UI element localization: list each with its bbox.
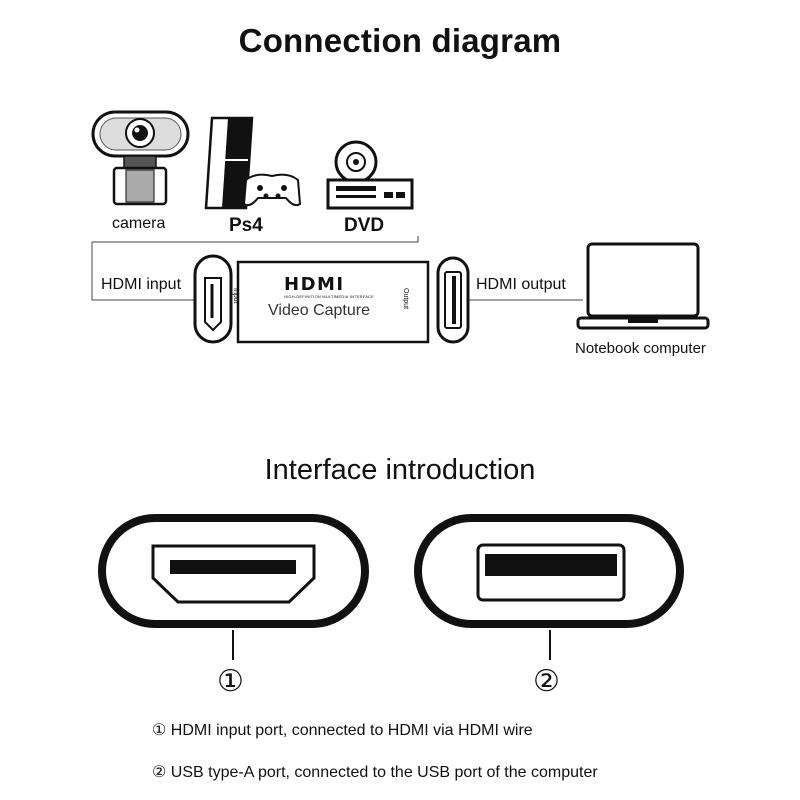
hdmi-input-label: HDMI input: [101, 276, 182, 293]
side-input-label: Input: [232, 288, 239, 304]
port2-number: ②: [533, 665, 560, 698]
hdmi-logo: HDMI: [284, 274, 345, 295]
camera-label: camera: [112, 215, 166, 232]
dvd-icon: [326, 140, 414, 210]
connection-lines: [91, 236, 583, 301]
port1-number: ①: [217, 665, 244, 698]
camera-icon: [91, 110, 190, 206]
dvd-label: DVD: [344, 215, 385, 236]
page-title: Connection diagram: [238, 22, 562, 59]
side-output-label: Output: [402, 288, 409, 310]
hdmi-input-port-icon: [193, 254, 233, 344]
interface-title: Interface introduction: [264, 454, 536, 486]
port1-description: ① HDMI input port, connected to HDMI via…: [152, 722, 533, 739]
pointer-lines: [232, 630, 551, 660]
usb-output-port-icon: [436, 256, 470, 344]
laptop-icon: [576, 242, 710, 330]
notebook-label: Notebook computer: [575, 340, 706, 357]
port2-description: ② USB type-A port, connected to the USB …: [152, 764, 598, 781]
video-capture-label: Video Capture: [268, 302, 370, 319]
video-capture-device: [236, 260, 430, 344]
big-hdmi-port-icon: [98, 514, 369, 628]
ps4-icon: [204, 116, 302, 210]
hdmi-logo-subtitle: HIGH-DEFINITION MULTIMEDIA INTERFACE: [284, 294, 375, 299]
hdmi-output-label: HDMI output: [476, 276, 566, 293]
ps4-label: Ps4: [229, 215, 263, 236]
big-usb-port-icon: [414, 514, 684, 628]
